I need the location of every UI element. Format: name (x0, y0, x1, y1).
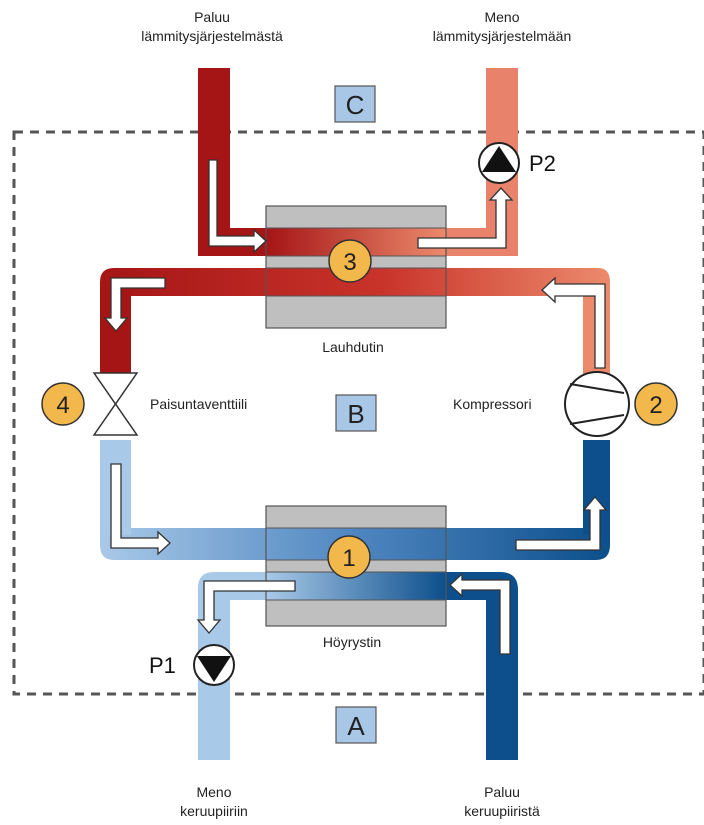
pump-p2-icon (478, 142, 520, 184)
expansion-valve-icon (92, 372, 139, 436)
ground-return-label-line1: Paluu (484, 784, 520, 800)
flow-arrow-icon (417, 187, 514, 249)
zone-b-label: B (335, 394, 377, 432)
condenser (265, 205, 447, 329)
ground-return-label-line2: keruupiiristä (464, 803, 540, 819)
step-badge-1: 1 (327, 535, 371, 579)
ground-supply-pipe (198, 572, 268, 760)
flow-arrow-icon (196, 580, 296, 635)
svg-text:3: 3 (343, 249, 356, 276)
zone-a-label: A (335, 706, 377, 744)
compressor-icon (564, 371, 630, 437)
ground-supply-label-line2: keruupiiriin (180, 803, 248, 819)
ground-supply-label-line1: Meno (196, 784, 231, 800)
evaporator-label: Höyrystin (323, 634, 381, 650)
expansion-valve-label: Paisuntaventtiili (150, 396, 247, 412)
pump-p2-label: P2 (529, 151, 556, 176)
compressor-label: Kompressori (453, 396, 532, 412)
svg-text:B: B (347, 399, 364, 429)
flow-arrow-icon (515, 495, 608, 551)
step-badge-4: 4 (41, 382, 85, 426)
svg-text:A: A (347, 711, 365, 741)
flow-arrow-icon (541, 276, 606, 369)
svg-text:C: C (346, 90, 365, 120)
flow-arrow-icon (103, 277, 166, 333)
pump-p1-icon (193, 644, 235, 686)
svg-text:1: 1 (342, 545, 355, 572)
step-badge-3: 3 (328, 239, 372, 283)
evaporator-body-top (265, 505, 447, 529)
refrigerant-hot-pipe (100, 268, 610, 380)
heating-return-label-line2: lämmitysjärjestelmästä (141, 28, 283, 44)
evaporator (265, 505, 447, 627)
svg-text:2: 2 (649, 392, 662, 419)
svg-text:4: 4 (56, 392, 69, 419)
evaporator-body-bottom (265, 599, 447, 627)
condenser-label: Lauhdutin (322, 339, 384, 355)
heating-supply-label-line1: Meno (484, 9, 519, 25)
condenser-body-top (265, 205, 447, 229)
pump-p1-label: P1 (149, 653, 176, 678)
refrigerant-cold-pipe (100, 440, 610, 560)
zone-b-boundary (12, 130, 704, 696)
flow-arrow-icon (110, 463, 171, 556)
heating-supply-label-line2: lämmitysjärjestelmään (433, 28, 571, 44)
flow-arrow-icon (208, 159, 267, 254)
flow-arrow-icon (449, 572, 511, 655)
evaporator-outline (265, 505, 447, 627)
heating-return-label-line1: Paluu (194, 9, 230, 25)
step-badge-2: 2 (634, 382, 678, 426)
condenser-outline (265, 205, 447, 329)
condenser-body-bottom (265, 295, 447, 329)
zone-c-label: C (334, 85, 376, 123)
